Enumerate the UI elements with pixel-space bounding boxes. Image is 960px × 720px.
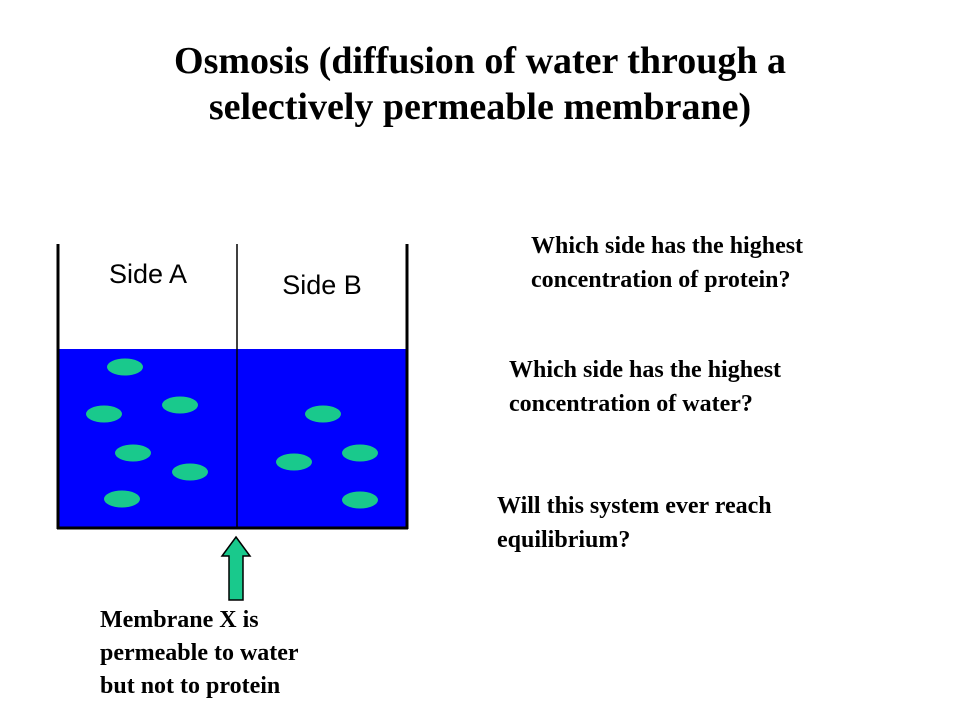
protein-molecule	[276, 453, 312, 471]
question-protein: Which side has the highest concentration…	[531, 229, 803, 297]
protein-molecule	[115, 444, 151, 462]
caption-line: permeable to water	[100, 640, 299, 666]
membrane-pointer-arrow-icon	[220, 535, 252, 601]
membrane-caption: Membrane X is permeable to water but not…	[100, 604, 299, 703]
slide-title-line-2: selectively permeable membrane)	[208, 86, 752, 128]
protein-molecule	[342, 491, 378, 509]
protein-molecule	[107, 358, 143, 376]
caption-line: but not to protein	[100, 673, 281, 699]
protein-molecule	[162, 396, 198, 414]
caption-line: Membrane X is	[100, 607, 259, 633]
protein-molecule	[305, 405, 341, 423]
protein-molecule	[172, 463, 208, 481]
question-equilibrium: Will this system ever reach equilibrium?	[497, 489, 772, 557]
slide-title: Osmosis (diffusion of water through a se…	[0, 38, 960, 130]
protein-molecules-side-b	[276, 405, 378, 509]
question-line: concentration of protein?	[531, 267, 791, 293]
protein-molecule	[342, 444, 378, 462]
question-line: Will this system ever reach	[497, 493, 772, 519]
side-a-label: Side A	[109, 259, 187, 289]
slide-title-line-1: Osmosis (diffusion of water through a	[174, 40, 786, 82]
question-line: concentration of water?	[509, 391, 753, 417]
protein-molecule	[104, 490, 140, 508]
question-line: Which side has the highest	[531, 233, 804, 259]
question-line: Which side has the highest	[509, 357, 782, 383]
protein-molecule	[86, 405, 122, 423]
question-water: Which side has the highest concentration…	[509, 353, 781, 421]
question-line: equilibrium?	[497, 527, 631, 553]
protein-molecules-side-a	[86, 358, 208, 508]
side-b-label: Side B	[282, 270, 362, 300]
